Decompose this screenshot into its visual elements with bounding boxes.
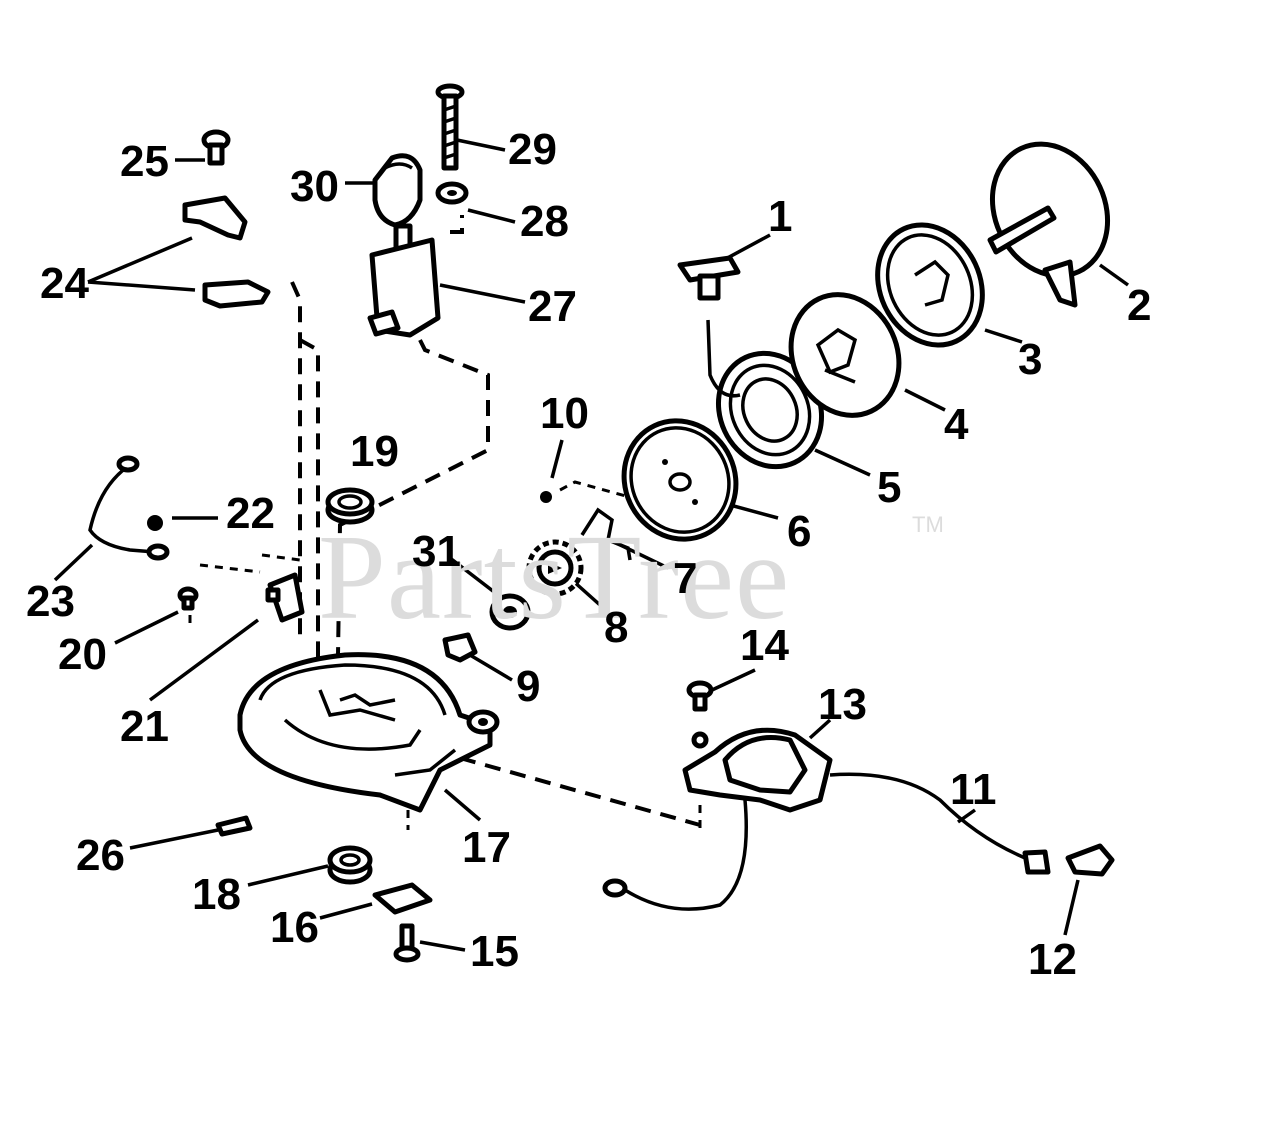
callout-18: 18 [192,870,241,919]
callout-12: 12 [1028,935,1077,984]
callout-28: 28 [520,197,569,246]
part-16-plate [372,882,433,915]
callout-21: 21 [120,702,169,751]
leader-lines [53,138,1130,952]
part-31-washer [489,593,531,631]
callout-3: 3 [1018,335,1043,384]
callout-20: 20 [58,630,107,679]
callout-14: 14 [740,621,789,670]
callout-6: 6 [787,507,812,556]
callout-15: 15 [470,927,519,976]
part-12-boot [1065,843,1115,877]
watermark-trademark: TM [912,512,944,537]
part-14-screw [686,680,714,712]
assembly-dashed-lines [188,215,702,830]
part-5-rope-pulley [706,319,825,470]
part-29-screw [435,83,465,171]
callout-26: 26 [76,831,125,880]
part-11-lead-wire [602,772,1051,911]
callout-19: 19 [350,427,399,476]
part-3-spring-case [875,222,985,348]
callout-7: 7 [673,554,698,603]
part-19-bushing [325,487,375,525]
part-30-knob [372,153,423,228]
watermark: PartsTree [318,510,791,645]
callout-16: 16 [270,903,319,952]
part-17-housing [237,652,500,813]
callout-17: 17 [462,823,511,872]
part-23-wire [88,455,170,561]
part-4-spring [788,292,902,418]
part-9-retainer [442,632,478,663]
part-28-washer [435,181,469,205]
callout-2: 2 [1127,281,1152,330]
callout-25: 25 [120,137,169,186]
part-2-cover [987,141,1111,308]
part-1-handle [677,255,741,301]
callout-23: 23 [26,577,75,626]
part-7-spring-clip [580,507,632,561]
callout-30: 30 [290,162,339,211]
callout-24: 24 [40,259,89,308]
part-10-screw [540,491,552,503]
part-24-clip-lower [202,279,271,309]
part-15-screw [393,923,421,963]
callout-11: 11 [950,765,997,814]
part-25-screw [201,129,231,166]
part-21-stop [265,572,305,623]
part-27-switch [367,223,441,338]
callout-22: 22 [226,489,275,538]
part-8-gear [526,539,584,597]
part-13-coil [682,727,833,813]
part-24-clip-upper [182,195,248,241]
callout-29: 29 [508,125,557,174]
callout-31: 31 [412,527,461,576]
callout-5: 5 [877,463,902,512]
callout-8: 8 [604,603,629,652]
part-26-pin [215,815,253,837]
part-20-screw [177,586,199,611]
part-22-nut [147,515,163,531]
callout-13: 13 [818,680,867,729]
part-6-pulley-plate [621,418,739,542]
part-18-bushing [327,845,373,885]
callout-9: 9 [516,662,541,711]
callout-10: 10 [540,389,589,438]
callout-1: 1 [768,192,793,241]
callout-27: 27 [528,282,577,331]
callout-4: 4 [944,400,969,449]
